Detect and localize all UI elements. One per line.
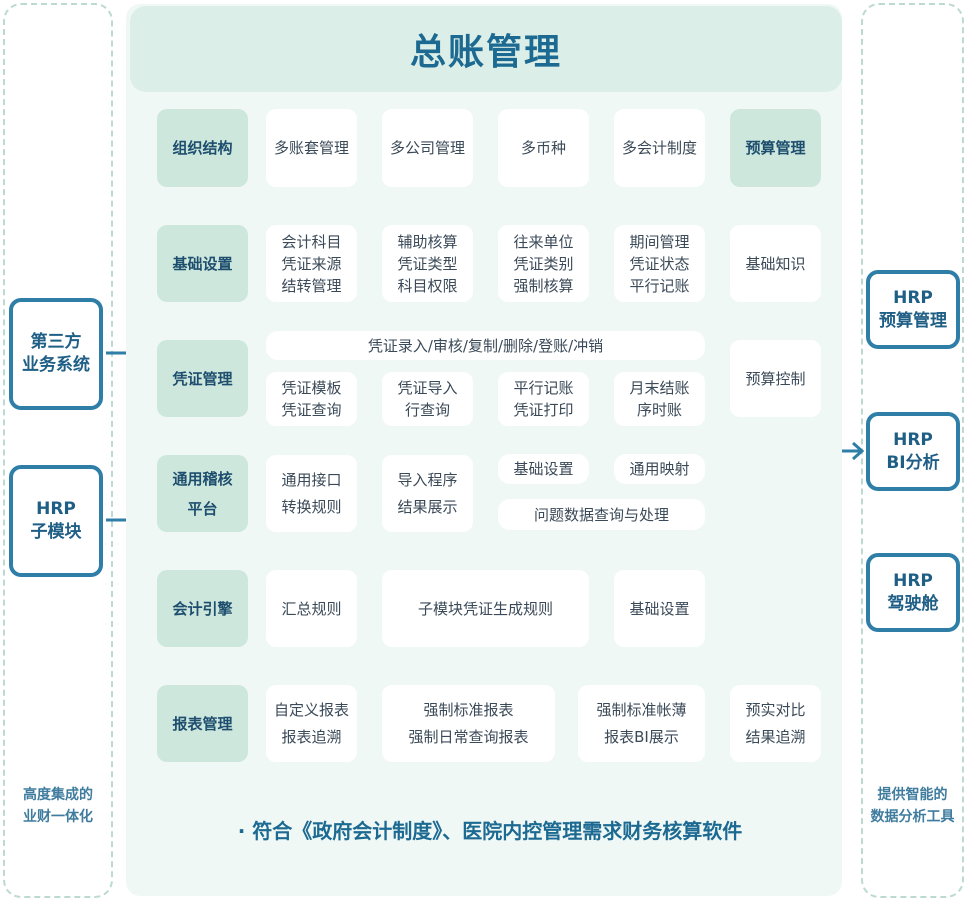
compliance-statement: · 符合《政府会计制度》、医院内控管理需求财务核算软件 — [237, 819, 743, 843]
module-card[interactable]: 导入程序 结果展示 — [382, 455, 473, 532]
module-card[interactable]: 月末结账 序时账 — [614, 372, 705, 426]
hrp-submodule-box[interactable]: HRP 子模块 — [9, 465, 103, 577]
page-title: 总账管理 — [409, 32, 562, 73]
module-card[interactable]: 汇总规则 — [266, 570, 357, 647]
module-card[interactable]: 辅助核算 凭证类型 科目权限 — [382, 225, 473, 302]
module-card[interactable]: 基础知识 — [730, 225, 821, 302]
title-bar: 总账管理 — [130, 6, 842, 92]
category-basic-settings[interactable]: 基础设置 — [157, 225, 248, 302]
category-report[interactable]: 报表管理 — [157, 685, 248, 762]
module-card[interactable]: 凭证导入 行查询 — [382, 372, 473, 426]
left-integration-column: 高度集成的 业财一体化 — [3, 3, 113, 898]
module-card[interactable]: 会计科目 凭证来源 结转管理 — [266, 225, 357, 302]
module-card[interactable]: 通用接口 转换规则 — [266, 455, 357, 532]
hrp-bi-box[interactable]: HRP BI分析 — [866, 412, 960, 491]
module-card[interactable]: 凭证模板 凭证查询 — [266, 372, 357, 426]
module-card[interactable]: 基础设置 — [498, 454, 589, 484]
budget-management-card[interactable]: 预算管理 — [730, 109, 821, 187]
category-audit-platform[interactable]: 通用稽核 平台 — [157, 455, 248, 532]
module-card[interactable]: 基础设置 — [614, 570, 705, 647]
module-card[interactable]: 期间管理 凭证状态 平行记账 — [614, 225, 705, 302]
module-card[interactable]: 多会计制度 — [614, 109, 705, 187]
module-card[interactable]: 预实对比 结果追溯 — [730, 685, 821, 762]
category-accounting-engine[interactable]: 会计引擎 — [157, 570, 248, 647]
hrp-budget-box[interactable]: HRP 预算管理 — [866, 270, 960, 349]
module-card[interactable]: 多账套管理 — [266, 109, 357, 187]
right-caption: 提供智能的 数据分析工具 — [870, 787, 955, 825]
category-org[interactable]: 组织结构 — [157, 109, 248, 187]
problem-data-card[interactable]: 问题数据查询与处理 — [498, 499, 705, 530]
module-card[interactable]: 平行记账 凭证打印 — [498, 372, 589, 426]
third-party-system-box[interactable]: 第三方 业务系统 — [9, 298, 103, 410]
budget-control-card[interactable]: 预算控制 — [730, 340, 821, 417]
module-card[interactable]: 多币种 — [498, 109, 589, 187]
module-card[interactable]: 子模块凭证生成规则 — [382, 570, 589, 647]
left-caption: 高度集成的 业财一体化 — [23, 787, 93, 825]
module-card[interactable]: 强制标准帐薄 报表BI展示 — [578, 685, 705, 762]
voucher-operations-bar[interactable]: 凭证录入/审核/复制/删除/登账/冲销 — [266, 331, 705, 360]
module-card[interactable]: 强制标准报表 强制日常查询报表 — [382, 685, 555, 762]
module-card[interactable]: 自定义报表 报表追溯 — [266, 685, 357, 762]
module-card[interactable]: 多公司管理 — [382, 109, 473, 187]
module-card[interactable]: 通用映射 — [614, 454, 705, 484]
module-card[interactable]: 往来单位 凭证类别 强制核算 — [498, 225, 589, 302]
category-voucher[interactable]: 凭证管理 — [157, 340, 248, 417]
hrp-cockpit-box[interactable]: HRP 驾驶舱 — [866, 553, 960, 632]
